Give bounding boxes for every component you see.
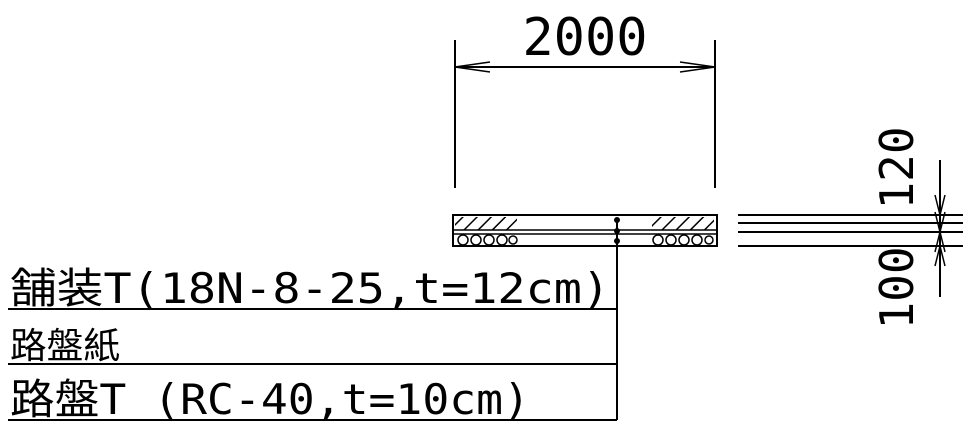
arrow-down-icon — [934, 194, 946, 216]
width-dimension: 2000 — [454, 8, 716, 188]
pavement-cross-section — [452, 214, 718, 247]
layer-label-base: 路盤T (RC-40,t=10cm) — [10, 375, 530, 424]
surface-hatch-right — [652, 217, 714, 230]
layer-label-paper: 路盤紙 — [10, 326, 120, 367]
base-aggregate-right — [652, 234, 714, 246]
upper-thickness-label: 120 — [870, 126, 924, 209]
arrow-left-icon — [454, 61, 491, 73]
arrow-right-icon — [679, 61, 716, 73]
arrow-down-icon — [934, 211, 946, 233]
thickness-dimension: 120 100 — [738, 126, 963, 330]
lower-thickness-label: 100 — [870, 246, 924, 329]
layer-leaders: 舗装T(18N-8-25,t=12cm) 路盤紙 路盤T (RC-40,t=10… — [8, 220, 618, 424]
surface-hatch-left — [455, 217, 517, 230]
layer-label-surface: 舗装T(18N-8-25,t=12cm) — [10, 264, 610, 313]
arrow-up-icon — [934, 231, 946, 253]
arrow-up-icon — [934, 245, 946, 267]
width-label: 2000 — [522, 8, 647, 68]
base-aggregate-left — [457, 234, 518, 246]
